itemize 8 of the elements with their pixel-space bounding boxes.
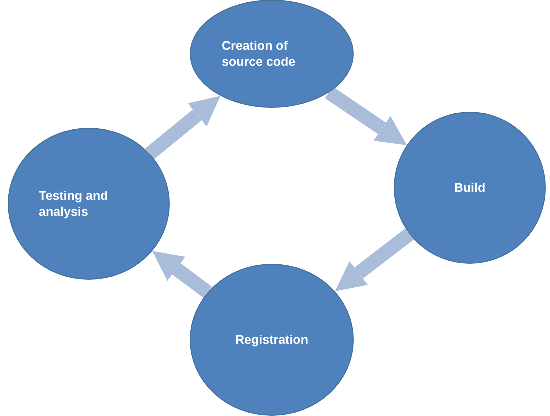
node-label: Build <box>454 180 486 196</box>
arrow <box>335 228 414 292</box>
arrow <box>152 251 212 298</box>
arrow <box>325 86 408 146</box>
node-label: Testing and analysis <box>39 188 110 220</box>
node-label: Registration <box>236 332 308 348</box>
node-label: Creation of source code <box>222 38 297 70</box>
arrow <box>146 96 221 160</box>
